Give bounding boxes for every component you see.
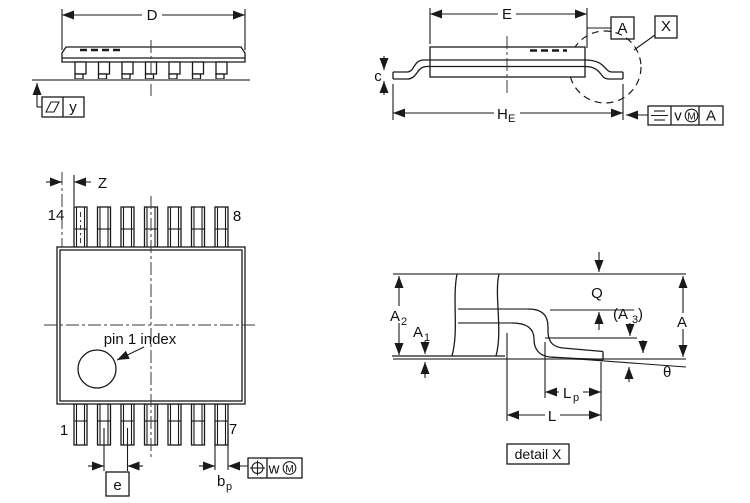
dim-label-a3-close: ) [638, 306, 643, 323]
max-material-icon [282, 461, 297, 475]
mmc-m-label: M [285, 464, 293, 475]
right-lead [584, 59, 623, 73]
left-lead [406, 59, 425, 73]
symmetry-frame: v M A [626, 105, 724, 126]
detail-x-label: X [661, 18, 671, 35]
pin1-index-note: pin 1 index [104, 331, 177, 348]
dim-label-a2-sub: 2 [401, 316, 407, 328]
pin-number-7: 7 [229, 421, 237, 438]
dim-label-d: D [147, 7, 158, 24]
top-row-pins [73, 206, 229, 249]
dim-label-a1: A [413, 324, 423, 341]
pin-number-1: 1 [60, 422, 68, 439]
datum-a-label: A [617, 20, 627, 37]
dim-label-a2: A [390, 308, 400, 325]
body-break-left [451, 273, 458, 357]
tol-v-label: v [674, 108, 682, 125]
view-side-d: D y [32, 7, 250, 118]
mmc-m-label: M [687, 112, 695, 123]
view-top: Z 14 8 1 7 [44, 172, 303, 497]
foot-angle-line [549, 356, 687, 368]
dim-label-a3: (A [613, 306, 628, 323]
dim-label-he: H [497, 106, 508, 123]
dim-label-bp-sub: p [226, 481, 232, 493]
dim-label-q: Q [591, 285, 603, 302]
dim-label-a3-sub: 3 [632, 314, 638, 326]
pin-number-14: 14 [48, 207, 65, 224]
dim-label-a1-sub: 1 [424, 332, 430, 344]
dim-label-e-pitch: e [113, 477, 121, 494]
dim-label-he-sub: E [508, 113, 515, 125]
flatness-frame-y: y [32, 83, 85, 118]
pitch-e-box [105, 471, 130, 497]
tol-w-label: w [268, 461, 280, 478]
dim-label-theta: θ [663, 364, 671, 381]
dim-label-a: A [677, 314, 687, 331]
detail-x-caption-box [506, 443, 570, 465]
frame-datum-a-label: A [706, 108, 716, 125]
max-material-icon [684, 108, 699, 123]
dim-label-c: c [374, 68, 382, 85]
dim-label-bp: b [217, 473, 225, 490]
symmetry-icon [651, 110, 668, 121]
detail-x-box [654, 15, 678, 39]
datum-y-label: y [69, 99, 77, 116]
position-icon [250, 460, 265, 476]
dim-label-lp-sub: p [573, 392, 579, 404]
flatness-icon [45, 101, 60, 113]
dim-label-lp: L [563, 385, 571, 402]
lead-profile [527, 308, 604, 353]
dim-label-l: L [548, 408, 556, 425]
view-front-e: E A X c H E [374, 6, 724, 126]
position-frame: w M [247, 457, 303, 479]
dim-label-e: E [502, 6, 512, 23]
body-break-right [495, 273, 500, 357]
pin1-index-circle [77, 349, 117, 389]
view-detail-x: A 2 A 1 Q (A 3 ) A θ L p L [388, 252, 691, 465]
pin-number-8: 8 [233, 208, 241, 225]
detail-x-caption: detail X [515, 446, 562, 462]
dim-label-z: Z [98, 175, 107, 192]
